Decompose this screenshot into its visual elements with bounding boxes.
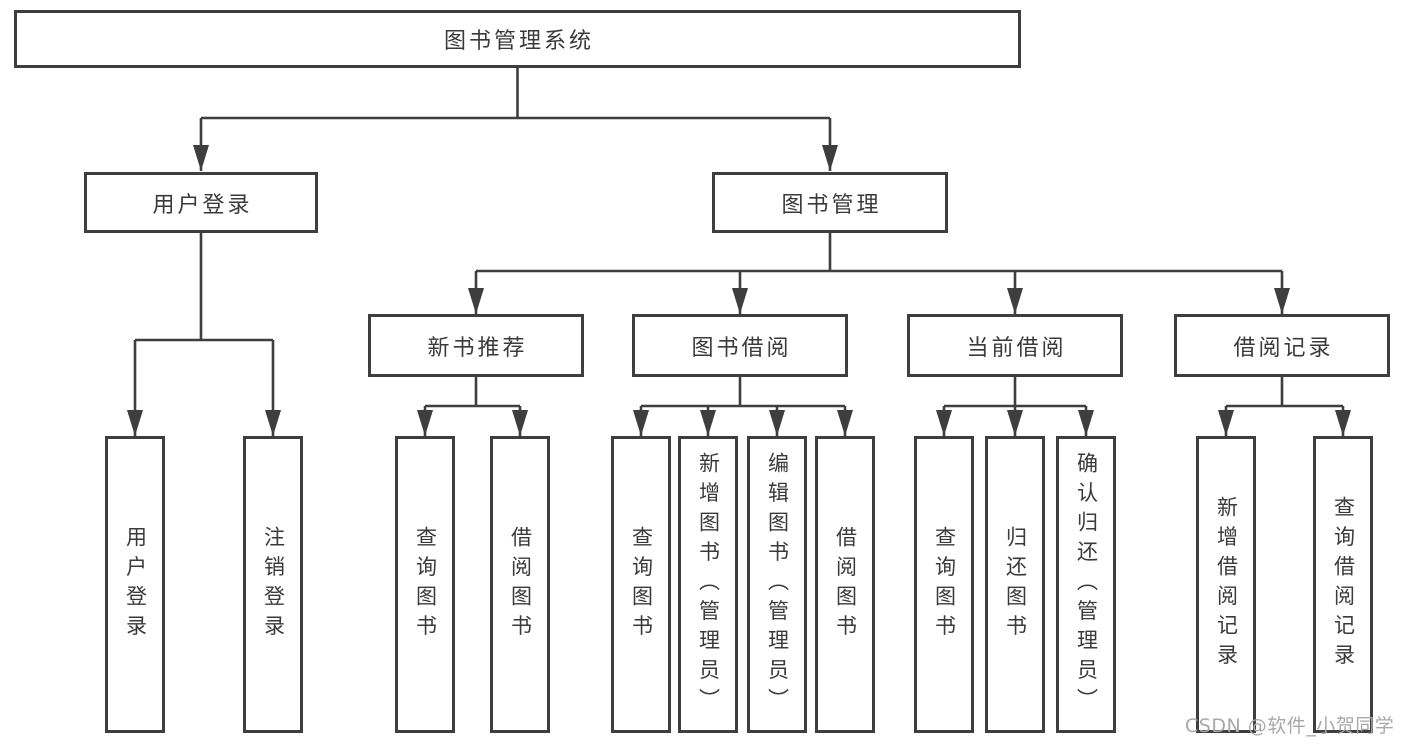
leaf-add-book-admin: 新增图书（管理员） (678, 436, 738, 733)
node-user-login: 用户登录 (84, 172, 318, 233)
leaf-edit-book-admin-label: 编辑图书（管理员） (765, 451, 790, 718)
node-user-login-label: 用户登录 (152, 192, 253, 218)
leaf-user-login: 用户登录 (105, 436, 165, 733)
node-book-borrowing-label: 图书借阅 (691, 335, 792, 361)
leaf-query-borrow-record: 查询借阅记录 (1313, 436, 1373, 733)
leaf-return-book: 归还图书 (985, 436, 1045, 733)
node-root-label: 图书管理系统 (443, 29, 594, 54)
node-book-borrowing: 图书借阅 (632, 314, 848, 377)
node-new-book-recommend: 新书推荐 (368, 314, 584, 377)
leaf-confirm-return-admin-label: 确认归还（管理员） (1074, 451, 1099, 718)
node-root: 图书管理系统 (14, 10, 1021, 68)
leaf-borrow-books-borrowing-label: 借阅图书 (833, 525, 858, 644)
leaf-query-books-borrowing: 查询图书 (611, 436, 671, 733)
leaf-borrow-books-recommend-label: 借阅图书 (508, 525, 533, 644)
leaf-borrow-books-borrowing: 借阅图书 (815, 436, 875, 733)
node-book-management-label: 图书管理 (781, 192, 882, 218)
leaf-return-book-label: 归还图书 (1003, 525, 1028, 644)
node-current-borrowing: 当前借阅 (907, 314, 1123, 377)
leaf-query-books-recommend-label: 查询图书 (413, 525, 438, 644)
csdn-watermark: CSDN @软件_小贺同学 (1185, 715, 1395, 737)
leaf-logout: 注销登录 (243, 436, 303, 733)
node-borrow-records: 借阅记录 (1174, 314, 1390, 377)
node-new-book-recommend-label: 新书推荐 (427, 335, 528, 361)
leaf-query-books-recommend: 查询图书 (395, 436, 455, 733)
node-borrow-records-label: 借阅记录 (1233, 335, 1334, 361)
leaf-query-books-current: 查询图书 (914, 436, 974, 733)
leaf-confirm-return-admin: 确认归还（管理员） (1056, 436, 1116, 733)
leaf-query-books-borrowing-label: 查询图书 (629, 525, 654, 644)
leaf-user-login-label: 用户登录 (123, 525, 148, 644)
node-current-borrowing-label: 当前借阅 (966, 335, 1067, 361)
leaf-borrow-books-recommend: 借阅图书 (490, 436, 550, 733)
node-book-management: 图书管理 (712, 172, 948, 233)
leaf-add-book-admin-label: 新增图书（管理员） (696, 451, 721, 718)
leaf-query-books-current-label: 查询图书 (932, 525, 957, 644)
leaf-add-borrow-record: 新增借阅记录 (1196, 436, 1256, 733)
leaf-query-borrow-record-label: 查询借阅记录 (1331, 496, 1356, 673)
leaf-add-borrow-record-label: 新增借阅记录 (1214, 496, 1239, 673)
leaf-edit-book-admin: 编辑图书（管理员） (747, 436, 807, 733)
leaf-logout-label: 注销登录 (261, 525, 286, 644)
